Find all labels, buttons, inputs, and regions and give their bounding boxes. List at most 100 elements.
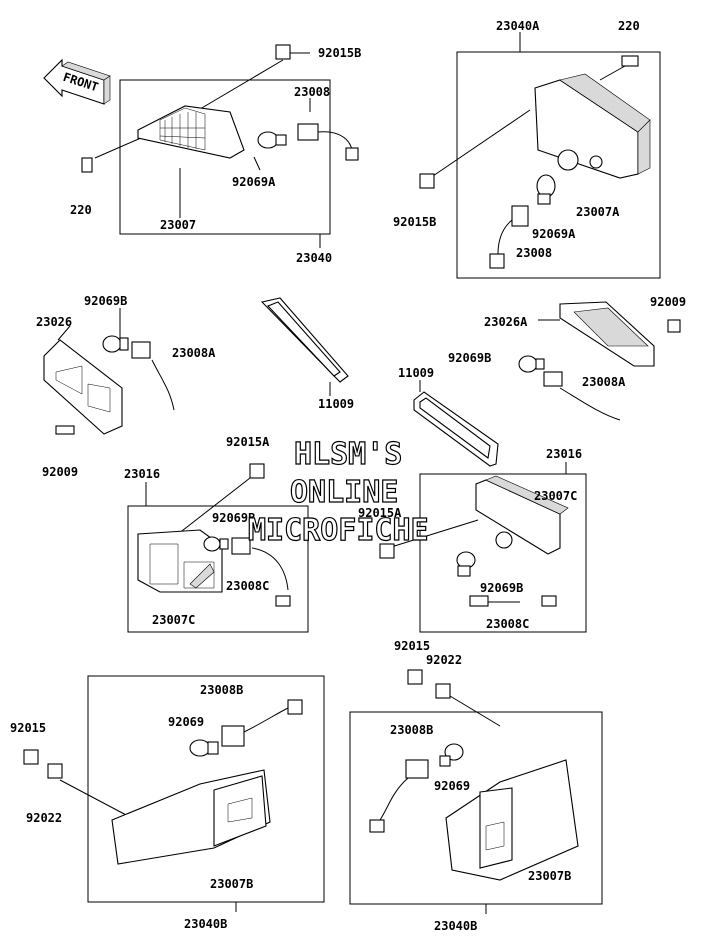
- socket-23008-icon: [297, 123, 359, 161]
- label-23016-right: 23016: [546, 447, 582, 461]
- side-lamp-23007-icon: [137, 105, 245, 159]
- label-11009-right: 11009: [398, 366, 434, 380]
- group-23040: 92015B 23008 92069A 220 23007 23040: [70, 44, 361, 265]
- label-23007A: 23007A: [576, 205, 620, 219]
- socket-23008C-left-icon: [231, 537, 291, 607]
- label-23008A-left: 23008A: [172, 346, 216, 360]
- label-220-right: 220: [618, 19, 640, 33]
- label-23026: 23026: [36, 315, 72, 329]
- label-92015-left: 92015: [10, 721, 46, 735]
- marker-lamp-23026A-icon: [559, 301, 655, 367]
- group-23040A: 23040A 220 92015B 23007A 92069A 23008: [393, 19, 661, 279]
- label-23040A: 23040A: [496, 19, 540, 33]
- combo-lamp-23007C-left-icon: [137, 529, 223, 593]
- washer-92022-left-icon: [47, 763, 63, 779]
- label-23026A: 23026A: [484, 315, 528, 329]
- label-92069B-right: 92069B: [448, 351, 491, 365]
- label-92009-left: 92009: [42, 465, 78, 479]
- group-23016-left: 92015A 23016 92069B 23008C 23007C: [124, 435, 309, 633]
- marker-lamp-23026-icon: [43, 339, 123, 435]
- bulb-92069-right-icon: [439, 743, 464, 767]
- label-92069A-left: 92069A: [232, 175, 276, 189]
- bulb-92069-left-icon: [189, 739, 219, 757]
- group-23026: 92069B 23026 23008A 92009: [36, 294, 216, 479]
- label-92069B-mid-right: 92069B: [480, 581, 523, 595]
- label-23007B-right: 23007B: [528, 869, 571, 883]
- group-23026A: 92009 23026A 92069B 23008A: [448, 295, 686, 421]
- side-lamp-23007A-icon: [534, 73, 651, 179]
- label-92069B-mid-left: 92069B: [212, 511, 255, 525]
- socket-23008A-right-icon: [543, 371, 621, 421]
- label-220-left: 220: [70, 203, 92, 217]
- socket-23008A-left-icon: [131, 341, 175, 411]
- label-23008C-right: 23008C: [486, 617, 529, 631]
- front-arrow-icon: FRONT: [43, 58, 111, 105]
- nut-92015A-right-icon: [379, 543, 395, 559]
- watermark-line-1: HLSM'S: [294, 437, 402, 472]
- watermark-line-2: ONLINE: [290, 475, 398, 510]
- gasket-11009-right-icon: [413, 380, 499, 467]
- screw-220-left-icon: [81, 157, 93, 173]
- bulb-92069B-left-icon: [102, 335, 129, 353]
- label-23040B-right: 23040B: [434, 919, 477, 933]
- group-23016-right-frame: [419, 473, 587, 633]
- label-92015A-right: 92015A: [358, 506, 402, 520]
- group-23040B-left: 23008B 92069 92015 92022 23007B 23040B: [10, 675, 325, 931]
- socket-23008B-right-icon: [369, 759, 429, 833]
- label-23008A-right: 23008A: [582, 375, 626, 389]
- screw-220-right-icon: [621, 55, 639, 67]
- screw-92009-right-icon: [667, 319, 681, 333]
- watermark: HLSM'S ONLINE MICROFICHE: [247, 436, 429, 548]
- socket-23008-right-icon: [489, 205, 529, 269]
- label-92069B-left: 92069B: [84, 294, 127, 308]
- group-23040B-right: 92015 92022 23008B 92069 23007B 23040B: [349, 639, 603, 933]
- bulb-92069A-icon: [257, 131, 287, 149]
- label-23008B-left: 23008B: [200, 683, 243, 697]
- label-92015-right: 92015: [394, 639, 430, 653]
- label-92015B-top: 92015B: [318, 46, 361, 60]
- combo-lamp-23007C-right-icon: [475, 475, 569, 555]
- label-23008-right: 23008: [516, 246, 552, 260]
- label-23008C-left: 23008C: [226, 579, 269, 593]
- label-92022-left: 92022: [26, 811, 62, 825]
- bulb-92069B-right-icon: [518, 355, 545, 373]
- group-23040B-left-frame: [87, 675, 325, 903]
- nut-92015-left-icon: [23, 749, 39, 765]
- group-23016-right: 23016 23007C 92015A 92069B 23008C: [358, 447, 587, 633]
- watermark-line-3: MICROFICHE: [248, 513, 429, 548]
- group-23016-left-frame: [127, 505, 309, 633]
- label-23040: 23040: [296, 251, 332, 265]
- label-92069A-right: 92069A: [532, 227, 576, 241]
- label-92009-right: 92009: [650, 295, 686, 309]
- label-23007: 23007: [160, 218, 196, 232]
- label-92069-right: 92069: [434, 779, 470, 793]
- screw-92009-left-icon: [55, 425, 75, 435]
- label-92015B-right: 92015B: [393, 215, 436, 229]
- turn-lamp-23007B-right-icon: [445, 759, 579, 881]
- turn-lamp-23007B-left-icon: [111, 769, 271, 865]
- label-11009-left: 11009: [318, 397, 354, 411]
- socket-23008B-left-icon: [221, 699, 303, 747]
- label-23040B-left: 23040B: [184, 917, 227, 931]
- bulb-92069B-mid-right-icon: [456, 551, 476, 577]
- label-23007C-right: 23007C: [534, 489, 577, 503]
- label-23008-top: 23008: [294, 85, 330, 99]
- label-23007C-left: 23007C: [152, 613, 195, 627]
- nut-92015-right-icon: [407, 669, 423, 685]
- clip-92015B-right-icon: [419, 173, 435, 189]
- bulb-92069A-right-icon: [536, 174, 556, 205]
- nut-92015A-left-icon: [249, 463, 265, 479]
- clip-92015B-icon: [275, 44, 291, 60]
- label-92015A-left: 92015A: [226, 435, 270, 449]
- bulb-92069B-mid-left-icon: [203, 536, 229, 552]
- label-23008B-right: 23008B: [390, 723, 433, 737]
- label-23007B-left: 23007B: [210, 877, 253, 891]
- group-23040-frame: [119, 79, 331, 235]
- label-92022-right: 92022: [426, 653, 462, 667]
- label-92069-left: 92069: [168, 715, 204, 729]
- label-23016-left: 23016: [124, 467, 160, 481]
- group-23040A-frame: [456, 51, 661, 279]
- socket-23008C-right-icon: [469, 595, 557, 607]
- gasket-11009-left-icon: [260, 297, 349, 396]
